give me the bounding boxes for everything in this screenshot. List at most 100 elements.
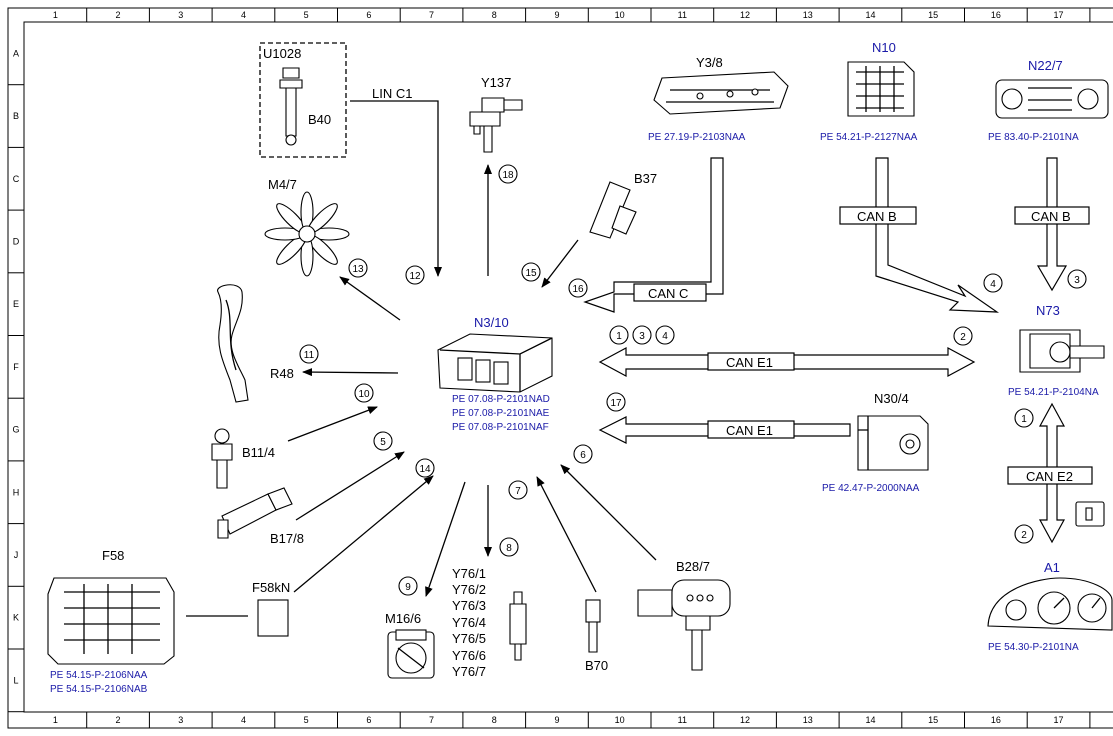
grid-column-label: 14	[865, 715, 875, 725]
svg-text:3: 3	[1074, 275, 1080, 286]
grid-column-label: 15	[928, 715, 938, 725]
n10-reference: PE 54.21-P-2127NAA	[820, 132, 918, 143]
can-b-n22-connection: CAN B	[1014, 157, 1090, 292]
grid-row-label: D	[13, 236, 20, 246]
r48-group: R48	[217, 284, 294, 403]
b28-7-label: B28/7	[676, 559, 710, 574]
svg-text:4: 4	[990, 279, 996, 290]
can-b-n22-label: CAN B	[1031, 209, 1071, 224]
grid-row-label: K	[13, 613, 19, 623]
grid-column-label: 4	[241, 10, 246, 20]
m16-6-label: M16/6	[385, 611, 421, 626]
can-e2-box	[1007, 466, 1093, 485]
signal-5-arrow	[295, 451, 405, 521]
b70-group: B70	[585, 599, 608, 673]
signal-8: 8	[499, 537, 519, 557]
b37-group: B37	[589, 171, 657, 239]
can-b-n10-connection: CAN B	[839, 157, 1000, 313]
grid-column-label: 8	[492, 10, 497, 20]
n3-10-reference-3: PE 07.08-P-2101NAF	[452, 422, 549, 433]
m16-6-group: M16/6	[385, 611, 435, 679]
signal-9-arrow	[425, 481, 466, 597]
svg-text:17: 17	[610, 398, 622, 409]
lin-c1-connection: LIN C1	[350, 86, 442, 277]
can-b-n22-box	[1014, 206, 1090, 225]
svg-text:7: 7	[515, 486, 521, 497]
b28-7-pressure-sensor-icon	[637, 579, 731, 671]
f58-group: F58 PE 54.15-P-2106NAA PE 54.15-P-2106NA…	[47, 548, 175, 695]
grid-row-label: B	[13, 111, 19, 121]
signal-15: 15	[521, 262, 541, 282]
y3-8-group: Y3/8 PE 27.19-P-2103NAA	[648, 55, 789, 143]
grid-column-label: 8	[492, 715, 497, 725]
svg-text:12: 12	[409, 271, 421, 282]
signal-4-top: 4	[983, 273, 1003, 293]
can-e2-connection: CAN E2	[1007, 402, 1093, 544]
n30-4-group: N30/4 PE 42.47-P-2000NAA	[822, 391, 929, 494]
svg-text:4: 4	[662, 331, 668, 342]
grid-row-label: G	[12, 425, 19, 435]
n22-7-label: N22/7	[1028, 58, 1063, 73]
n3-10-ecu-icon	[437, 333, 553, 393]
can-c-connection: CAN C	[583, 157, 724, 313]
can-e1-bottom-box	[707, 420, 795, 439]
b40-sensor-icon	[279, 67, 303, 146]
grid-column-label: 7	[429, 715, 434, 725]
grid-row-label: A	[13, 48, 19, 58]
y76-2-label: Y76/2	[452, 582, 486, 597]
f58kn-relay-icon	[257, 599, 289, 637]
n73-group: N73 PE 54.21-P-2104NA	[1008, 303, 1105, 398]
y76-6-label: Y76/6	[452, 648, 486, 663]
signal-1: 1	[609, 325, 629, 345]
a1-label: A1	[1044, 560, 1060, 575]
y76-injector-icon	[509, 591, 527, 661]
grid-column-label: 9	[554, 10, 559, 20]
b70-label: B70	[585, 658, 608, 673]
grid-column-label: 9	[554, 715, 559, 725]
svg-text:14: 14	[419, 464, 431, 475]
grid-column-label: 11	[678, 10, 687, 20]
grid-row-label: L	[13, 675, 18, 685]
can-e1-top-connection: CAN E1	[598, 346, 976, 378]
grid-column-label: 10	[615, 10, 625, 20]
small-switch-icon	[1075, 501, 1105, 527]
svg-text:3: 3	[639, 331, 645, 342]
n3-10-group: N3/10 PE 07.08-P-2101NAD PE 07.08-P-2101…	[437, 315, 553, 433]
b17-8-group: B17/8	[217, 487, 304, 546]
can-e1-top-label: CAN E1	[726, 355, 773, 370]
signal-10-arrow	[287, 406, 378, 442]
m4-7-label: M4/7	[268, 177, 297, 192]
y3-8-label: Y3/8	[696, 55, 723, 70]
grid-column-label: 7	[429, 10, 434, 20]
signal-16: 16	[568, 278, 588, 298]
b17-8-label: B17/8	[270, 531, 304, 546]
n3-10-reference-1: PE 07.08-P-2101NAD	[452, 394, 550, 405]
signal-11: 11	[299, 344, 319, 364]
a1-group: A1 PE 54.30-P-2101NA	[987, 560, 1113, 653]
grid-column-label: 14	[865, 10, 875, 20]
b17-8-sensor-icon	[217, 487, 293, 539]
grid-column-label: 6	[366, 10, 371, 20]
signal-17: 17	[606, 392, 626, 412]
fan-icon	[264, 191, 350, 277]
grid-column-label: 3	[178, 715, 183, 725]
can-e1-bottom-connection: CAN E1	[598, 416, 851, 444]
svg-text:16: 16	[572, 284, 584, 295]
signal-12: 12	[405, 265, 425, 285]
signal-6-arrow	[560, 464, 657, 561]
signal-7: 7	[508, 480, 528, 500]
b70-crank-sensor-icon	[585, 599, 601, 653]
signal-6: 6	[573, 444, 593, 464]
y76-5-label: Y76/5	[452, 631, 486, 646]
can-b-n10-label: CAN B	[857, 209, 897, 224]
m16-6-throttle-icon	[387, 629, 435, 679]
b37-pedal-sensor-icon	[589, 181, 637, 239]
grid-column-label: 13	[803, 10, 813, 20]
grid-column-label: 3	[178, 10, 183, 20]
n3-10-reference-2: PE 07.08-P-2101NAE	[452, 408, 550, 419]
f58-fuse-box-icon	[47, 577, 175, 665]
n30-4-label: N30/4	[874, 391, 909, 406]
signal-3: 3	[632, 325, 652, 345]
